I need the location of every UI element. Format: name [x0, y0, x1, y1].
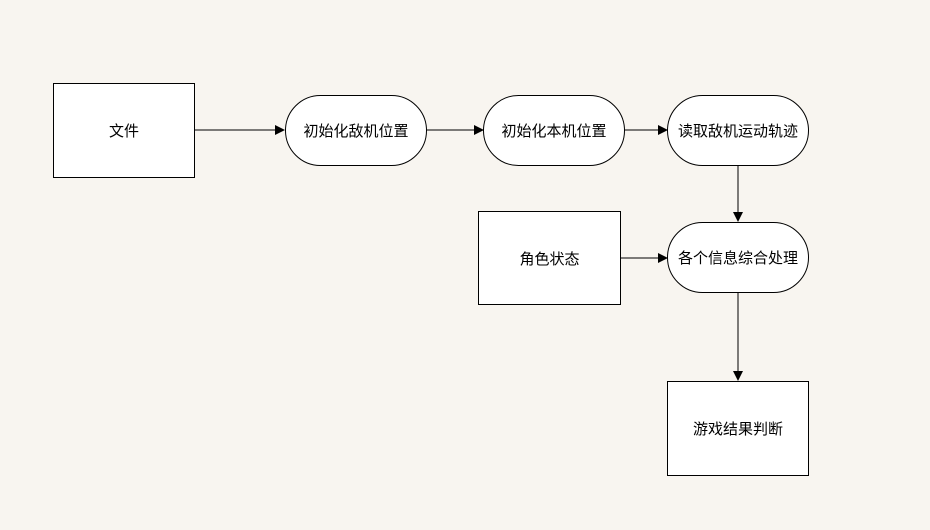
node-judge: 游戏结果判断 — [667, 381, 809, 476]
node-init-enemy: 初始化敌机位置 — [285, 95, 427, 166]
node-role-state: 角色状态 — [478, 211, 621, 305]
node-read-track: 读取敌机运动轨迹 — [667, 95, 809, 166]
node-init-self: 初始化本机位置 — [483, 95, 625, 166]
node-file: 文件 — [53, 83, 195, 178]
node-combine: 各个信息综合处理 — [667, 222, 809, 293]
